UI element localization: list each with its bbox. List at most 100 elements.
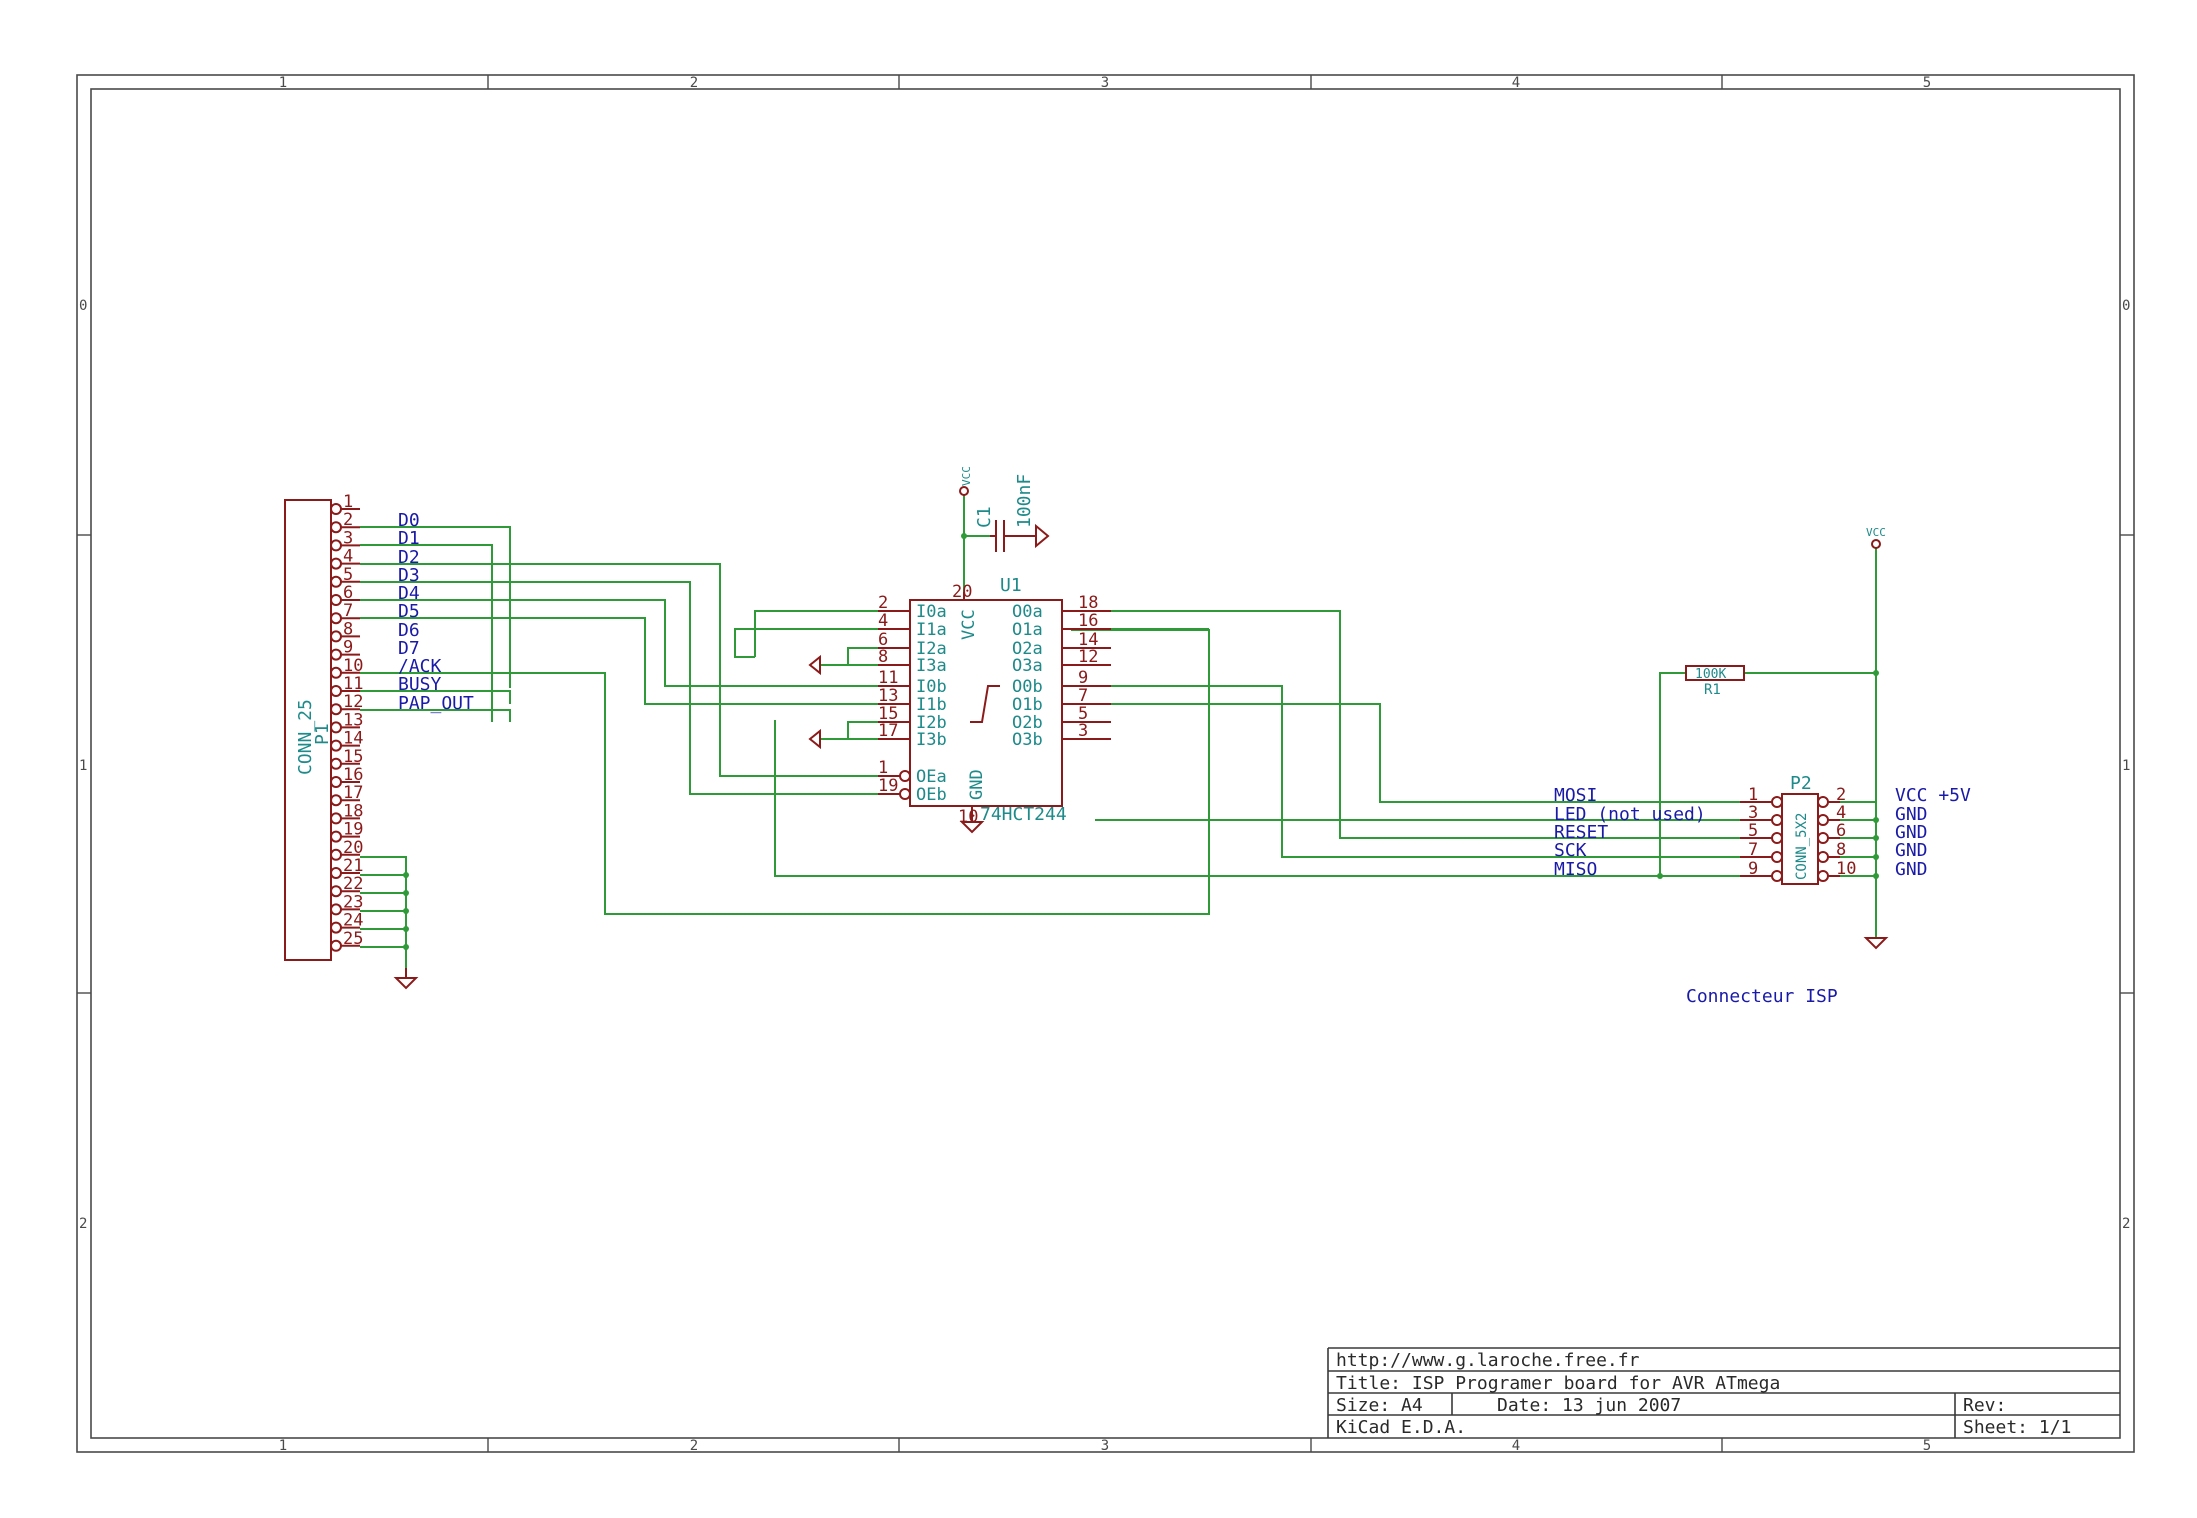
- p1-pin-number: 23: [343, 892, 363, 912]
- u1-pin-name: I2b: [916, 713, 947, 733]
- p2-value: CONN_5X2: [1794, 813, 1810, 880]
- u1-value: 74HCT244: [980, 804, 1067, 825]
- u1-pin-inversion-bubble: [899, 788, 911, 800]
- p1-pin-bubble: [330, 757, 342, 770]
- vcc-power-u1: VCC: [959, 466, 973, 496]
- col-label-top: 5: [1923, 75, 1931, 91]
- net-label-mosi: MOSI: [1554, 785, 1597, 806]
- p2-pin-bubble: [1817, 814, 1829, 826]
- p1-pin-bubble: [330, 575, 342, 588]
- u1-pin-name: O1b: [1012, 695, 1043, 715]
- col-label-bottom: 3: [1101, 1438, 1109, 1454]
- title-block-rev: Rev:: [1963, 1395, 2006, 1416]
- title-block: http://www.g.laroche.free.fr Title: ISP …: [1327, 1347, 2120, 1438]
- col-label-bottom: 1: [279, 1438, 287, 1454]
- p2-pin-number: 2: [1836, 785, 1846, 805]
- p2-pin-bubble: [1771, 870, 1783, 882]
- p1-pin-number: 1: [343, 492, 353, 512]
- title-block-software: KiCad E.D.A.: [1336, 1417, 1466, 1438]
- u1-pin-number: 7: [1078, 686, 1088, 706]
- u1-pin-number: 16: [1078, 611, 1098, 631]
- p1-pin-bubble: [330, 703, 342, 716]
- u1-pin-name: I2a: [916, 639, 947, 659]
- p1-pin-number: 17: [343, 783, 363, 803]
- p2-pin-number: 7: [1748, 840, 1758, 860]
- net-label-d4: D4: [398, 583, 420, 604]
- u1-pin-name: I1a: [916, 620, 947, 640]
- u1-pin-number: 5: [1078, 704, 1088, 724]
- p1-pin-bubble: [330, 594, 342, 606]
- u1-pin-number: 14: [1078, 630, 1098, 650]
- net-label-gnd: GND: [1895, 822, 1928, 843]
- wires: [360, 495, 1877, 968]
- p2-pin-bubble: [1817, 832, 1829, 844]
- p1-pin-bubble: [330, 885, 342, 898]
- net-label-d7: D7: [398, 638, 420, 659]
- col-label-top: 4: [1512, 75, 1520, 91]
- p2-pin-bubble: [1817, 870, 1829, 882]
- p1-pin-number: 13: [343, 710, 363, 730]
- p2-pin-number: 5: [1748, 821, 1758, 841]
- resistor-r1: 100K R1: [1685, 665, 1745, 698]
- p1-pin-number: 6: [343, 583, 353, 603]
- border-row-labels: 0 1 2 0 1 2: [79, 298, 2130, 1232]
- u1-gnd-symbol: [959, 821, 985, 834]
- p1-pin-number: 24: [343, 911, 363, 931]
- schmitt-trigger-icon: [970, 685, 1000, 723]
- u1-pin-number: 3: [1078, 721, 1088, 741]
- p2-pin-bubble: [1771, 796, 1783, 808]
- p1-pin-bubble: [330, 794, 342, 807]
- net-label-miso: MISO: [1554, 859, 1597, 880]
- u1-pin-name: O3a: [1012, 656, 1043, 676]
- ground-symbol-p2: [1863, 937, 1889, 950]
- net-label-d5: D5: [398, 601, 420, 622]
- r1-ref: R1: [1704, 682, 1721, 698]
- u1-pin-name: I0a: [916, 602, 947, 622]
- col-label-bottom: 2: [690, 1438, 698, 1454]
- u1-pin-name: O3b: [1012, 730, 1043, 750]
- u1-pin-number: 2: [878, 593, 888, 613]
- p1-ref: P1: [312, 723, 333, 745]
- p2-pin-number: 9: [1748, 859, 1758, 879]
- p1-pin-bubble: [330, 939, 342, 952]
- p1-pin-bubble: [330, 612, 342, 625]
- connector-p1: 1234567891011121314151617181920212223242…: [284, 492, 474, 961]
- p1-pin-bubble: [330, 630, 342, 643]
- p1-pin-number: 9: [343, 638, 353, 658]
- c1-value: 100nF: [1014, 474, 1035, 528]
- p2-pin-bubble: [1817, 851, 1829, 863]
- p1-pin-number: 10: [343, 656, 363, 676]
- p1-pin-bubble: [330, 812, 342, 825]
- p1-pin-number: 16: [343, 765, 363, 785]
- u1-pin-number: 1: [878, 758, 888, 778]
- p1-pin-bubble: [330, 848, 342, 861]
- c1-ground-symbol: [1035, 523, 1050, 549]
- net-label-gnd: GND: [1895, 804, 1928, 825]
- row-label-right: 2: [2122, 1216, 2130, 1232]
- col-label-top: 2: [690, 75, 698, 91]
- net-label-led: LED (not used): [1554, 804, 1706, 825]
- p2-pin-bubble: [1771, 814, 1783, 826]
- p2-pin-bubble: [1771, 832, 1783, 844]
- u1-pin-number: 9: [1078, 668, 1088, 688]
- p1-pin-bubble: [330, 666, 342, 679]
- row-label-right: 1: [2122, 758, 2130, 774]
- p1-value: CONN_25: [295, 699, 316, 775]
- net-label-reset: RESET: [1554, 822, 1608, 843]
- net-label-d1: D1: [398, 528, 420, 549]
- p2-pin-number: 3: [1748, 803, 1758, 823]
- net-label-gnd: GND: [1895, 840, 1928, 861]
- p1-pin-bubble: [330, 503, 342, 515]
- u1-pin-name: O2b: [1012, 713, 1043, 733]
- p1-pin-number: 11: [343, 674, 363, 694]
- p1-pin-number: 18: [343, 801, 363, 821]
- u1-pin-inversion-bubble: [899, 770, 911, 782]
- p1-pin-number: 7: [343, 601, 353, 621]
- col-label-bottom: 4: [1512, 1438, 1520, 1454]
- col-label-bottom: 5: [1923, 1438, 1931, 1454]
- c1-ref: C1: [974, 506, 995, 528]
- p1-pin-bubble: [330, 685, 342, 697]
